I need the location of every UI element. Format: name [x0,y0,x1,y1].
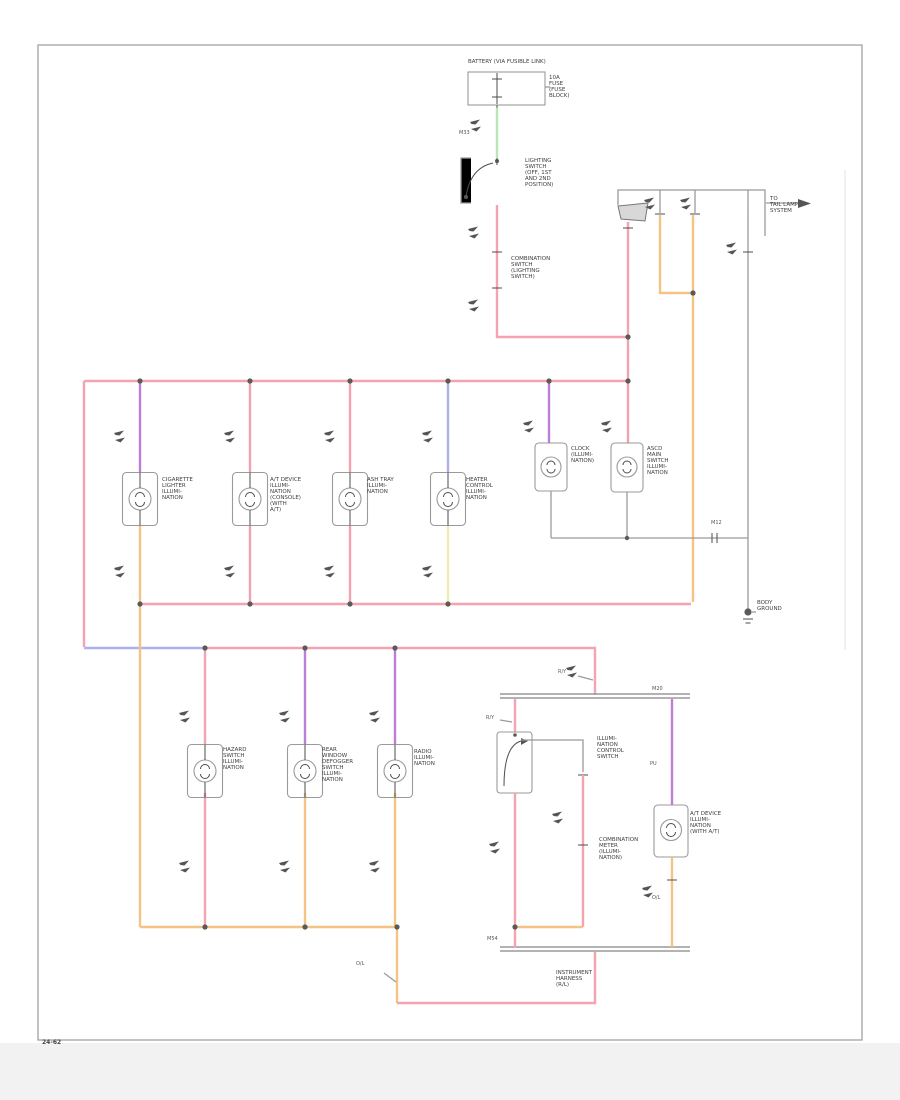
bulb1-label: CIGARETTE LIGHTER ILLUMI- NATION [162,477,193,501]
illumination-control-label: ILLUMI- NATION CONTROL SWITCH [597,736,624,760]
battery-feed-label: BATTERY (VIA FUSIBLE LINK) [468,59,546,65]
wire-code-ol-bottom: O/L [356,961,365,967]
bulb-cigarette-lighter [123,473,158,526]
fuse-block-symbol [467,71,550,109]
body-harness-label: INSTRUMENT HARNESS (R/L) [556,970,593,988]
bulb-radio [378,745,413,798]
bulb-at-device [233,473,268,526]
lighting-switch-symbol [460,157,499,204]
label-pointers [383,675,594,983]
connector-code-mid: M12 [711,520,722,526]
bus-lower-pink [205,646,597,695]
page-code: 24-62 [42,1039,62,1046]
bulb4-label: HEATER CONTROL ILLUMI- NATION [466,477,493,501]
bulb-ascd-switch [610,442,644,493]
bulb-hazard-switch [188,745,223,798]
junction-dots [137,290,696,930]
lower-bulb-c-label: RADIO ILLUMI- NATION [414,749,435,767]
tail-lamp-harness [617,189,811,236]
bulb3-label: ASH TRAY ILLUMI- NATION [367,477,394,495]
to-tail-lamp-label: TO TAIL LAMP SYSTEM [770,196,799,214]
inline-connector-1 [500,693,690,699]
bulb-at-device-2 [653,804,689,858]
wire-orange-branch [658,215,693,295]
lower-bulb-b-label: REAR WINDOW DEFOGGER SWITCH ILLUMI- NATI… [322,747,354,783]
body-ground-symbol [743,608,756,624]
wire-code-ry-top: R/Y [558,669,567,675]
connector-code-green: M33 [459,130,470,136]
bulb-ash-tray [333,473,368,526]
wire-rheostat-out [521,739,584,772]
ascd-label: ASCD MAIN SWITCH ILLUMI- NATION [647,446,669,476]
bulb2-label: A/T DEVICE ILLUMI- NATION (CONSOLE) (WIT… [270,477,302,513]
combination-switch-label: COMBINATION SWITCH (LIGHTING SWITCH) [511,256,551,280]
bulb-heater-control [431,473,466,526]
wire-code-pu: PU [650,761,657,767]
connector-code-c1: M20 [652,686,663,692]
connector-glyphs [114,120,737,898]
wire-code-ry-in: R/Y [486,715,495,721]
illumination-control-rheostat [496,731,533,794]
body-ground-label: BODY GROUND [757,600,782,612]
diagram-border [37,44,863,1041]
clock-label: CLOCK (ILLUMI- NATION) [571,446,595,464]
connector-code-c2: M54 [487,936,498,942]
lower-bulb-d-label: A/T DEVICE ILLUMI- NATION (WITH A/T) [690,811,722,835]
wire-return-pink [397,952,597,1005]
inline-connector-2 [500,946,690,952]
wire-code-ol-right: O/L [652,895,661,901]
combination-meter-label: COMBINATION METER (ILLUMI- NATION) [599,837,639,861]
lower-bulb-a-label: HAZARD SWITCH ILLUMI- NATION [223,747,247,771]
wire-main-feed [495,205,628,339]
fuse-label: 10A FUSE (FUSE BLOCK) [549,75,570,99]
lighting-switch-label: LIGHTING SWITCH (OFF, 1ST AND 2ND POSITI… [525,158,554,188]
bulb-clock [534,442,568,492]
bulb-defogger-switch [288,745,323,798]
